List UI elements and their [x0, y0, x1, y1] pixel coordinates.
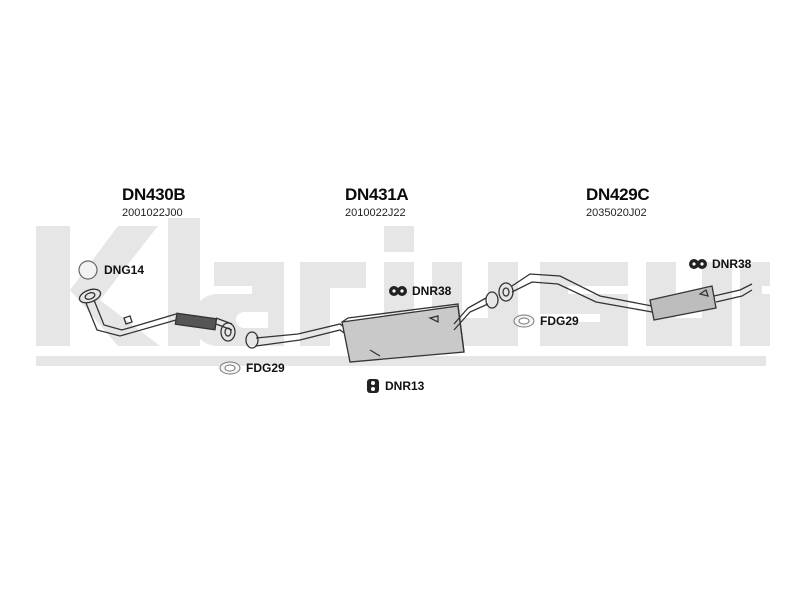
- part-code-dn430b[interactable]: DN430B: [122, 185, 186, 204]
- accessory-label: FDG29: [246, 361, 285, 375]
- accessory-label: DNG14: [104, 263, 145, 277]
- rubber-mount-icon: [389, 286, 407, 296]
- flange-gasket-icon: [219, 361, 241, 375]
- front-pipe-dn430b: [78, 288, 236, 342]
- accessory-fdg29-front[interactable]: FDG29: [219, 361, 285, 375]
- accessory-fdg29-rear[interactable]: FDG29: [513, 314, 579, 328]
- accessory-label: DNR38: [712, 257, 752, 271]
- part-number-dn430b: 2001022J00: [122, 207, 183, 219]
- part-number-dn431a: 2010022J22: [345, 207, 406, 219]
- accessory-label: DNR38: [412, 284, 452, 298]
- rubber-mount-icon: [689, 259, 707, 269]
- centre-silencer-dn431a: [245, 291, 499, 363]
- accessory-label: DNR13: [385, 379, 425, 393]
- rubber-hanger-icon: [367, 379, 379, 393]
- part-code-dn431a[interactable]: DN431A: [345, 185, 409, 204]
- accessory-dnr38-centre[interactable]: DNR38: [389, 284, 451, 298]
- rear-silencer-dn429c: [498, 273, 753, 321]
- gasket-ring-icon: [78, 260, 98, 280]
- part-number-dn429c: 2035020J02: [586, 207, 647, 219]
- flange-gasket-icon: [513, 314, 535, 328]
- accessory-label: FDG29: [540, 314, 579, 328]
- accessory-dnr13[interactable]: DNR13: [366, 378, 424, 394]
- accessory-dnr38-rear[interactable]: DNR38: [689, 257, 751, 271]
- accessory-dng14[interactable]: DNG14: [77, 259, 144, 281]
- part-code-dn429c[interactable]: DN429C: [586, 185, 650, 204]
